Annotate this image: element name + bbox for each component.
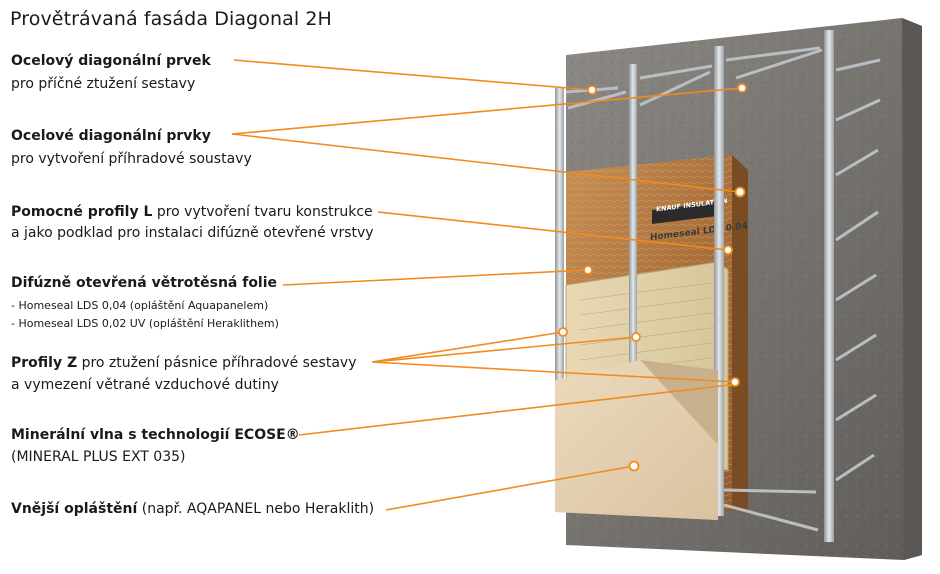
marker-diagonal-element	[587, 85, 597, 95]
cladding-board	[555, 360, 718, 520]
label-diagonal-elements: Ocelové diagonální prvky	[11, 128, 211, 144]
label-mineral-wool-desc: (MINERAL PLUS EXT 035)	[11, 449, 186, 465]
label-l-profiles: Pomocné profily L pro vytvoření tvaru ko…	[11, 204, 373, 220]
label-cladding: Vnější opláštění (např. AQAPANEL nebo He…	[11, 501, 375, 517]
callout-markers	[558, 83, 747, 472]
label-membrane-item-1: - Homeseal LDS 0,04 (opláštění Aquapanel…	[11, 299, 269, 312]
label-z-profiles: Profily Z pro ztužení pásnice příhradové…	[11, 355, 357, 371]
label-mineral-wool: Minerální vlna s technologií ECOSE®	[11, 427, 300, 443]
label-diagonal-elements-desc: pro vytvoření příhradové soustavy	[11, 151, 252, 167]
label-membrane-item-2: - Homeseal LDS 0,02 UV (opláštění Herakl…	[11, 317, 279, 330]
marker-diagonal-top	[737, 83, 747, 93]
marker-l-profile	[723, 245, 733, 255]
diagonal-elements	[565, 46, 881, 532]
page-title: Provětrávaná fasáda Diagonal 2H	[10, 8, 332, 30]
marker-z-profile-mid	[631, 332, 641, 342]
label-diagonal-element: Ocelový diagonální prvek	[11, 53, 211, 69]
marker-cladding	[628, 460, 640, 472]
label-z-profiles-desc: a vymezení větrané vzduchové dutiny	[11, 377, 279, 393]
label-membrane: Difúzně otevřená větrotěsná folie	[11, 275, 278, 291]
label-l-profiles-desc: a jako podklad pro instalaci difúzně ote…	[11, 225, 374, 241]
label-diagonal-element-desc: pro příčné ztužení sestavy	[11, 76, 196, 92]
marker-mineral-wool	[730, 377, 740, 387]
marker-diagonal-mid	[734, 186, 746, 198]
leader-lines	[231, 59, 743, 511]
marker-membrane	[583, 265, 593, 275]
steel-profiles	[555, 30, 834, 542]
marker-z-profile-left	[558, 327, 568, 337]
